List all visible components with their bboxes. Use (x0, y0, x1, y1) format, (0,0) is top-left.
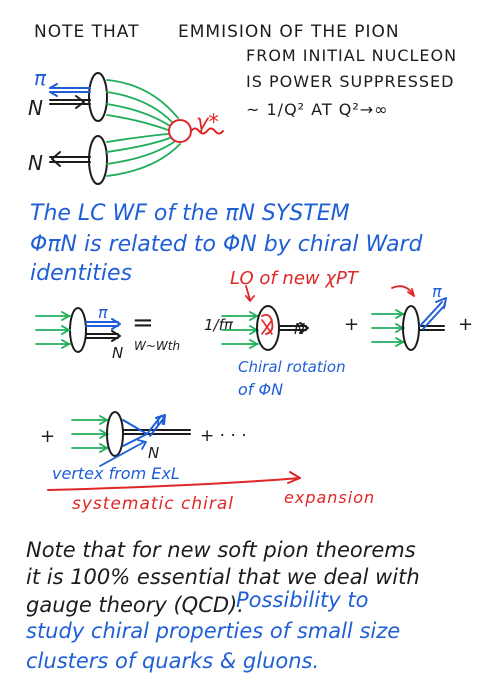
intro-line2: FROM INITIAL NUCLEON (246, 46, 458, 65)
closing-line5: clusters of quarks & gluons. (26, 649, 320, 673)
intro-line1a: NOTE THAT (34, 22, 140, 42)
hard-vertex (168, 119, 192, 143)
eq-blob1 (35, 307, 121, 353)
blue-line2: ΦπN is related to ΦN by chiral Ward (30, 232, 423, 257)
closing-line1: Note that for new soft pion theorems (26, 538, 416, 562)
chiral-rotation-label: Chiral rotation (238, 358, 346, 376)
eq-chiral-blob (221, 285, 309, 351)
row2-dots: + · · · (200, 426, 247, 446)
lo-chipt-label: LO of new χPT (230, 268, 358, 289)
blue-line3: identities (30, 261, 133, 286)
initial-nucleon-blob (49, 72, 108, 122)
eq-equals: = (132, 308, 154, 338)
eq-subscript: W~Wth (134, 339, 181, 353)
row2-n: N (148, 444, 160, 462)
vertex-label: vertex from ExL (52, 464, 180, 483)
intro-line1b: EMMISION OF THE PION (178, 22, 400, 42)
eq-pi-top: π (98, 303, 108, 322)
closing-line3a: gauge theory (QCD). (26, 593, 244, 617)
diagram1-gamma-label: γ* (196, 110, 219, 134)
expansion-systematic: systematic chiral (72, 494, 234, 514)
diagram1-gluon-lines (106, 79, 181, 177)
eq-plus2: + (458, 314, 474, 335)
closing-line2: it is 100% essential that we deal with (26, 565, 420, 589)
blue-line1: The LC WF of the πN SYSTEM (30, 201, 350, 226)
row2-blob (71, 411, 191, 467)
closing-line4: study chiral properties of small size (26, 619, 401, 643)
row2-plus: + (40, 426, 56, 447)
eq-blob3 (371, 285, 447, 351)
intro-line3: IS POWER SUPPRESSED (246, 72, 455, 91)
diagram1-n-bottom-label: N (28, 151, 43, 175)
eq-plus1: + (344, 314, 360, 335)
row2-pi: π (156, 410, 166, 429)
expansion-word: expansion (284, 488, 376, 507)
intro-line4: ~ 1/Q² AT Q²→∞ (246, 100, 389, 119)
final-nucleon-blob (49, 135, 108, 185)
diagram1-n-top-label: N (28, 96, 43, 120)
eq-pi-right: π (432, 282, 442, 301)
photon-line (190, 127, 224, 135)
of-phi-label: of ΦN (238, 380, 284, 399)
closing-line3b: Possibility to (236, 588, 369, 612)
eq-n-out: N (112, 344, 124, 362)
diagram1-pi-label: π (34, 66, 47, 90)
eq-coef: 1/fπ (204, 316, 233, 334)
expansion-arrow (47, 471, 301, 491)
